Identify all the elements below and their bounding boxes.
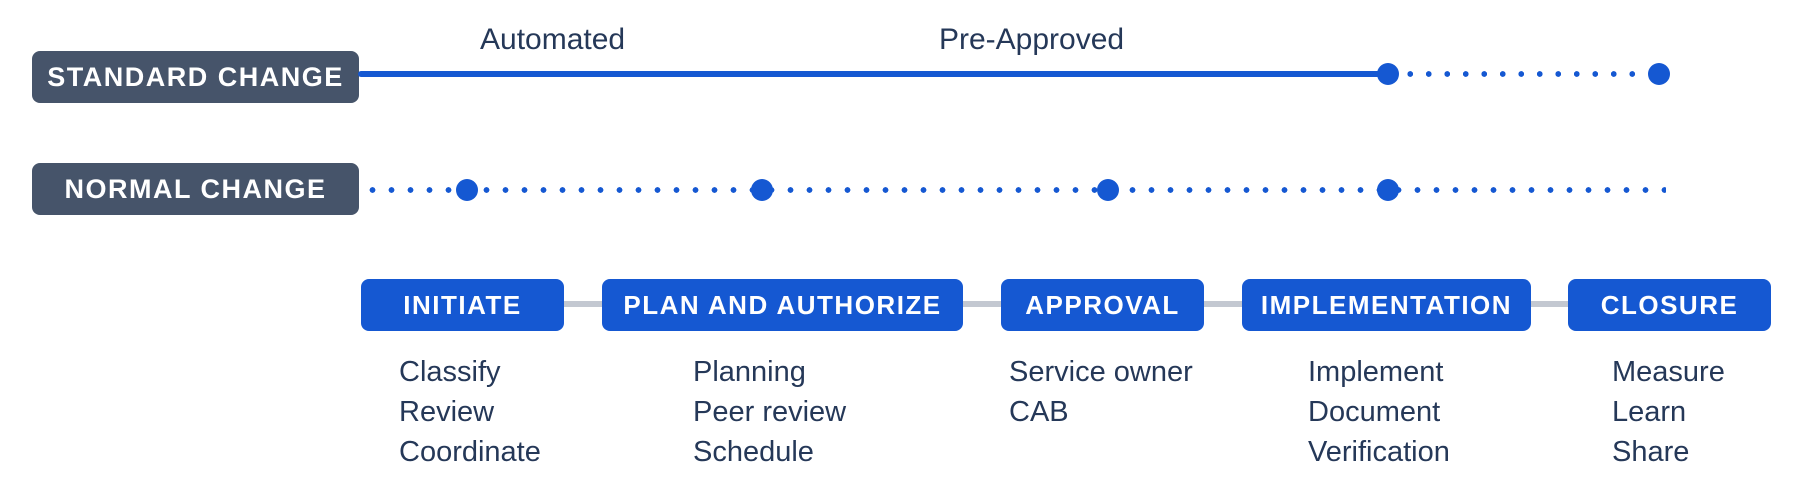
standard-change-dotted-line bbox=[1401, 71, 1641, 77]
annotation-pre-approved: Pre-Approved bbox=[939, 23, 1125, 56]
desc-item: Measure bbox=[1612, 356, 1725, 388]
stage-desc-approval: Service owner CAB bbox=[1009, 352, 1193, 432]
stage-badge-initiate: INITIATE bbox=[361, 279, 564, 331]
desc-item: Classify bbox=[399, 356, 501, 388]
desc-item: Planning bbox=[693, 356, 806, 388]
stage-badge-approval: APPROVAL bbox=[1001, 279, 1204, 331]
desc-item: Share bbox=[1612, 436, 1690, 468]
normal-change-dot-approval bbox=[1097, 179, 1119, 201]
desc-item: Verification bbox=[1308, 436, 1450, 468]
desc-item: Document bbox=[1308, 396, 1441, 428]
normal-change-dotted-line bbox=[363, 187, 1666, 193]
desc-item: Schedule bbox=[693, 436, 814, 468]
desc-item: Coordinate bbox=[399, 436, 541, 468]
standard-change-dot-implementation bbox=[1377, 63, 1399, 85]
stage-desc-plan-authorize: Planning Peer review Schedule bbox=[693, 352, 846, 472]
desc-item: Service owner bbox=[1009, 356, 1193, 388]
stage-badge-implementation: IMPLEMENTATION bbox=[1242, 279, 1531, 331]
normal-change-dot-initiate bbox=[456, 179, 478, 201]
stage-desc-initiate: Classify Review Coordinate bbox=[399, 352, 541, 472]
normal-change-badge: NORMAL CHANGE bbox=[32, 163, 359, 215]
desc-item: Learn bbox=[1612, 396, 1687, 428]
stage-badge-plan-authorize: PLAN AND AUTHORIZE bbox=[602, 279, 963, 331]
standard-change-dot-closure bbox=[1648, 63, 1670, 85]
standard-change-solid-line bbox=[358, 71, 1389, 77]
desc-item: Implement bbox=[1308, 356, 1444, 388]
desc-item: Review bbox=[399, 396, 495, 428]
standard-change-badge: STANDARD CHANGE bbox=[32, 51, 359, 103]
stage-badge-closure: CLOSURE bbox=[1568, 279, 1771, 331]
annotation-automated: Automated bbox=[480, 23, 626, 56]
stage-desc-closure: Measure Learn Share bbox=[1612, 352, 1725, 472]
normal-change-dot-implementation bbox=[1377, 179, 1399, 201]
desc-item: CAB bbox=[1009, 396, 1069, 428]
desc-item: Peer review bbox=[693, 396, 847, 428]
normal-change-dot-plan bbox=[751, 179, 773, 201]
stage-desc-implementation: Implement Document Verification bbox=[1308, 352, 1450, 472]
